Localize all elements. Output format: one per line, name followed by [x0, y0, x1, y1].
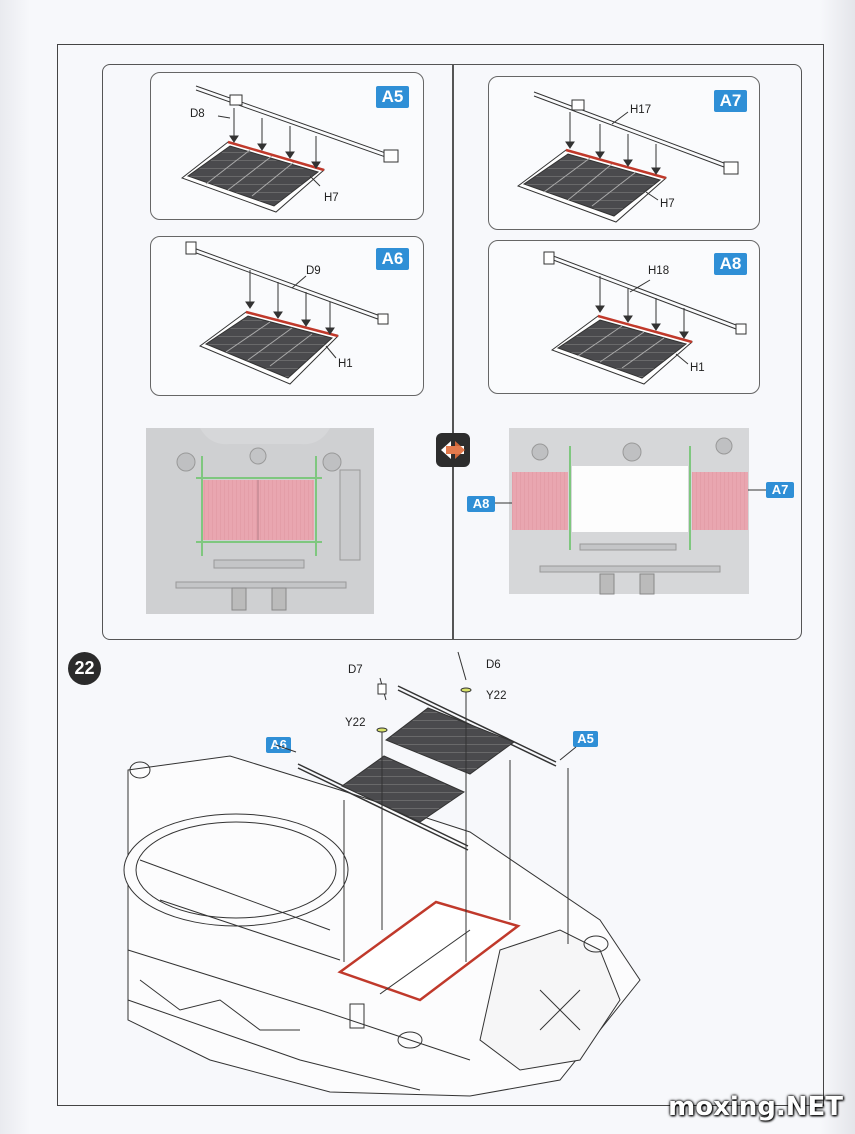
photo-label-a8: A8	[467, 496, 495, 512]
part-label-y22-left: Y22	[345, 717, 366, 729]
badge-a5-main: A5	[573, 731, 598, 747]
a6-drawing	[185, 241, 389, 385]
a8-drawing	[543, 251, 747, 385]
part-label-h1-right: H1	[690, 362, 705, 374]
badge-a8: A8	[714, 253, 747, 275]
a7-drawing	[516, 91, 739, 223]
badge-a6: A6	[376, 248, 409, 270]
photo-left-content	[146, 428, 374, 614]
badge-a5: A5	[376, 86, 409, 108]
photo-right-content	[495, 428, 766, 595]
part-label-h18: H18	[648, 265, 670, 277]
photo-label-a7: A7	[766, 482, 794, 498]
badge-a7: A7	[714, 90, 747, 112]
step-number: 22	[68, 652, 101, 685]
part-label-d6: D6	[486, 659, 501, 671]
page-frame	[57, 44, 824, 1106]
hull-drawing	[123, 651, 641, 1097]
part-label-h1: H1	[338, 358, 353, 370]
part-label-h17: H17	[630, 104, 652, 116]
a5-drawing	[180, 85, 399, 213]
center-divider	[452, 64, 454, 639]
swap-arrows-glyph	[441, 441, 465, 459]
part-label-y22-right: Y22	[486, 690, 507, 702]
part-label-d9: D9	[306, 265, 321, 277]
badge-a6-main: A6	[266, 737, 291, 753]
part-label-h7-right: H7	[660, 198, 675, 210]
part-label-d7: D7	[348, 664, 363, 676]
part-label-d8: D8	[190, 108, 205, 120]
part-label-h7: H7	[324, 192, 339, 204]
watermark: moxing.NET	[668, 1092, 843, 1122]
